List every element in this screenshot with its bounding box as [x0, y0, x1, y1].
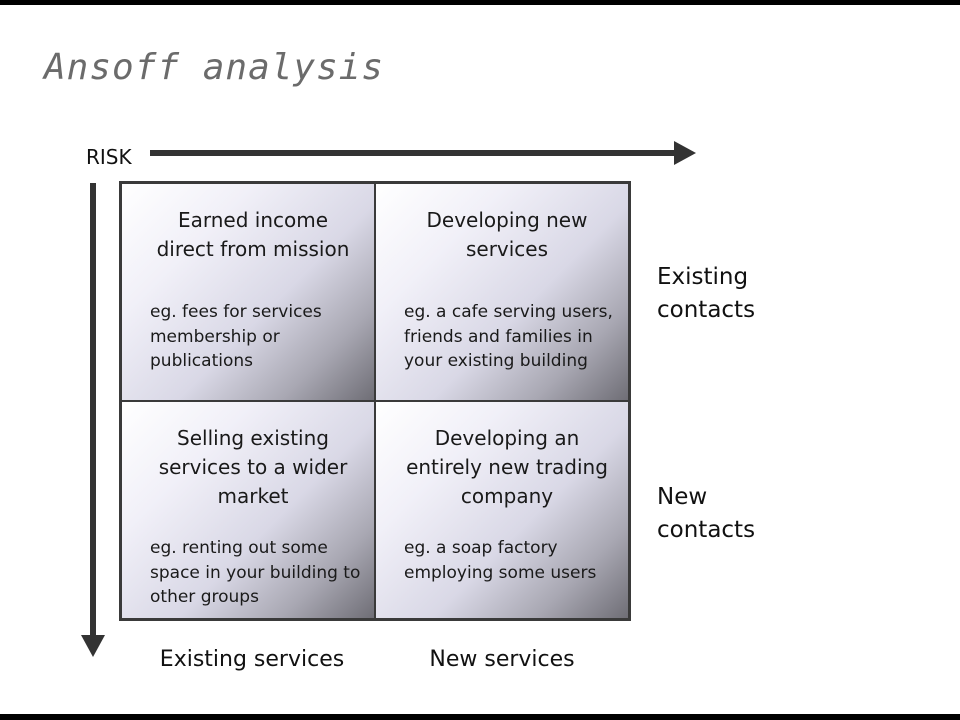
quadrant-example: eg. a soap factory employing some users: [404, 538, 597, 583]
col-label-existing-services: Existing services: [159, 647, 345, 672]
row-label-existing-contacts: Existing contacts: [657, 264, 756, 323]
risk-arrow-vertical: [81, 183, 105, 657]
risk-arrow-horizontal: [150, 141, 696, 165]
quadrant-new-services-existing-contacts: Developing new services eg. a cafe servi…: [375, 183, 629, 401]
slide-title: Ansoff analysis: [44, 47, 385, 88]
quadrant-heading: Developing an entirely new trading compa…: [406, 426, 608, 508]
quadrant-heading: Earned income direct from mission: [156, 208, 350, 261]
quadrant-example: eg. fees for services membership or publ…: [150, 302, 322, 371]
quadrant-heading: Developing new services: [426, 208, 588, 261]
quadrant-heading: Selling existing services to a wider mar…: [158, 426, 348, 508]
quadrant-existing-services-existing-contacts: Earned income direct from mission eg. fe…: [121, 183, 375, 401]
quadrant-example: eg. a cafe serving users, friends and fa…: [404, 302, 613, 371]
row-label-new-contacts: New contacts: [657, 484, 756, 543]
quadrant-example: eg. renting out some space in your build…: [150, 538, 361, 607]
risk-arrows: [81, 141, 696, 657]
ansoff-matrix: Earned income direct from mission eg. fe…: [119, 181, 631, 621]
risk-label: RISK: [86, 145, 132, 169]
quadrant-existing-services-new-contacts: Selling existing services to a wider mar…: [121, 401, 375, 619]
col-label-new-services: New services: [429, 647, 575, 672]
quadrant-new-services-new-contacts: Developing an entirely new trading compa…: [375, 401, 629, 619]
